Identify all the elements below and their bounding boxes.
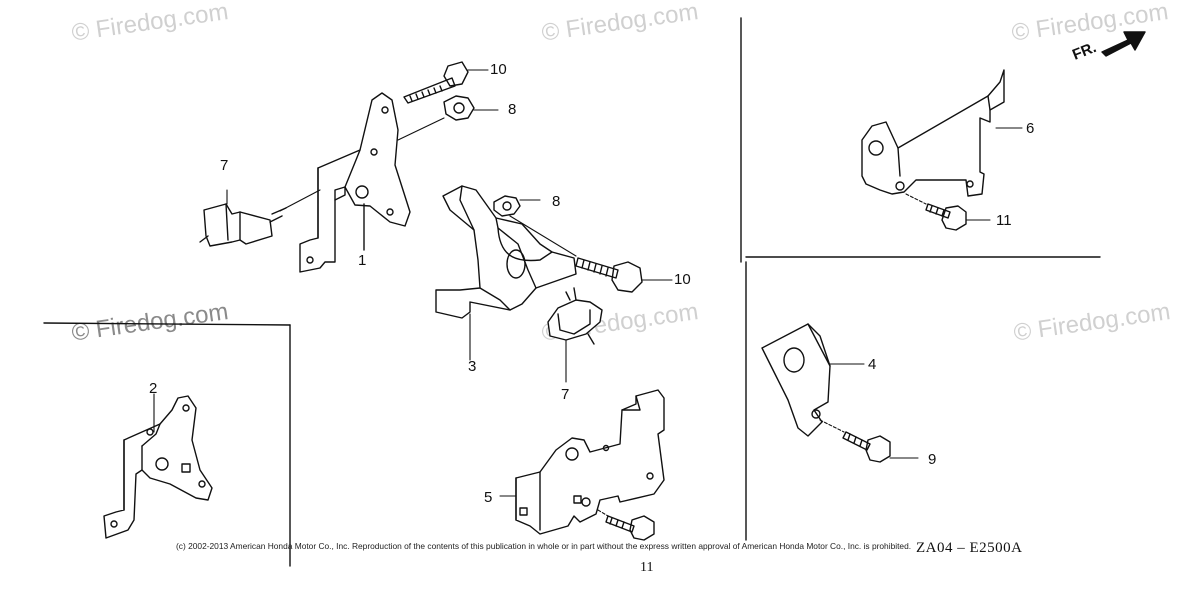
part-11-bolt (905, 193, 991, 231)
callout-3: 3 (468, 358, 477, 375)
part-10-bolt (575, 257, 673, 293)
divider-line (43, 322, 291, 326)
callout-4: 4 (868, 356, 877, 373)
callout-11: 11 (996, 212, 1012, 229)
callout-6: 6 (1026, 120, 1035, 137)
copyright-footer: (c) 2002-2013 American Honda Motor Co., … (176, 541, 912, 551)
part-2-bracket (103, 393, 213, 539)
part-5-plate (499, 389, 665, 535)
page-mark: 11 (640, 560, 654, 575)
callout-8: 8 (508, 101, 517, 118)
bolt-part-5 (597, 509, 655, 541)
callout-9: 9 (928, 451, 937, 468)
front-direction-arrow-icon (1101, 31, 1146, 57)
callout-5: 5 (484, 489, 493, 506)
callout-7: 7 (220, 157, 229, 174)
part-7-rubber-mount (199, 189, 321, 247)
part-9-bolt (819, 419, 919, 463)
callout-1: 1 (358, 252, 367, 269)
part-1-bracket (299, 92, 411, 273)
part-6-bracket (861, 69, 1023, 197)
part-3-bracket (435, 185, 577, 361)
callout-2: 2 (149, 380, 158, 397)
callout-8: 8 (552, 193, 561, 210)
part-10-bolt (403, 61, 489, 104)
callout-10: 10 (490, 61, 507, 78)
part-4-plate (761, 323, 865, 437)
part-7-rubber-mount (547, 287, 603, 383)
part-8-nut (397, 95, 499, 141)
part-8-nut (493, 195, 577, 257)
diagram-code: ZA04 – E2500A (916, 540, 1023, 556)
callout-7: 7 (561, 386, 570, 403)
callout-10: 10 (674, 271, 691, 288)
